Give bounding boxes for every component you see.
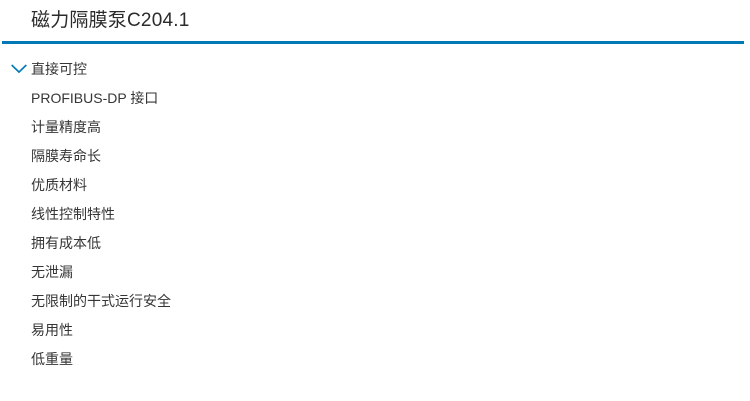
list-item: 拥有成本低 bbox=[0, 229, 750, 258]
list-item-label: 线性控制特性 bbox=[31, 206, 115, 222]
list-item: 计量精度高 bbox=[0, 113, 750, 142]
list-item-label: 低重量 bbox=[31, 351, 73, 367]
list-item: 无限制的干式运行安全 bbox=[0, 287, 750, 316]
list-item-label: 隔膜寿命长 bbox=[31, 148, 101, 164]
list-item[interactable]: 直接可控 bbox=[0, 55, 750, 84]
list-item-label: 计量精度高 bbox=[31, 119, 101, 135]
list-item: 无泄漏 bbox=[0, 258, 750, 287]
feature-list: 直接可控 PROFIBUS-DP 接口计量精度高隔膜寿命长优质材料线性控制特性拥有… bbox=[0, 55, 750, 374]
list-item-label: 无泄漏 bbox=[31, 264, 73, 280]
list-item: 线性控制特性 bbox=[0, 200, 750, 229]
page-title: 磁力隔膜泵C204.1 bbox=[31, 10, 190, 31]
list-item-label: 直接可控 bbox=[31, 61, 87, 77]
list-item: PROFIBUS-DP 接口 bbox=[0, 84, 750, 113]
list-item-label: 拥有成本低 bbox=[31, 235, 101, 251]
list-item: 易用性 bbox=[0, 316, 750, 345]
product-header: 磁力隔膜泵C204.1 bbox=[0, 0, 750, 41]
list-item-label: PROFIBUS-DP 接口 bbox=[31, 90, 159, 106]
list-item: 隔膜寿命长 bbox=[0, 142, 750, 171]
list-item-label: 易用性 bbox=[31, 322, 73, 338]
chevron-down-icon[interactable] bbox=[11, 55, 27, 84]
list-item-label: 无限制的干式运行安全 bbox=[31, 293, 171, 309]
list-item: 优质材料 bbox=[0, 171, 750, 200]
list-item-label: 优质材料 bbox=[31, 177, 87, 193]
title-divider bbox=[2, 41, 744, 44]
list-item: 低重量 bbox=[0, 345, 750, 374]
